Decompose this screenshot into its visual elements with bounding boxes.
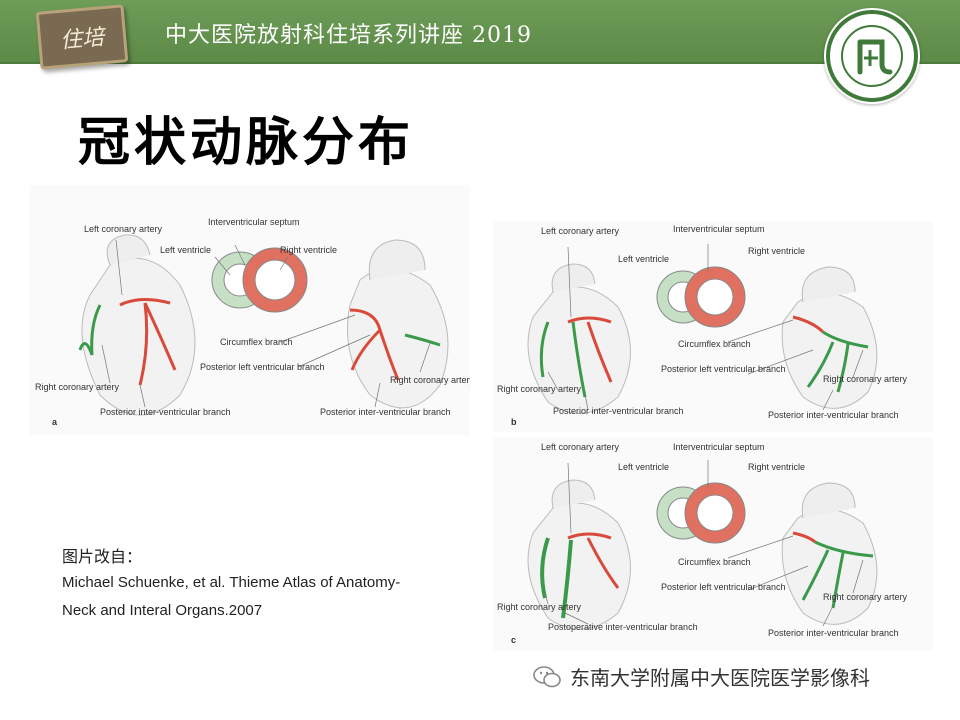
- panel-letter-c: c: [511, 635, 516, 645]
- label-right-ventricle: Right ventricle: [748, 246, 805, 256]
- label-posterior-left-ventricular-branch: Posterior left ventricular branch: [200, 362, 325, 372]
- watermark: 东南大学附属中大医院医学影像科: [532, 662, 870, 691]
- label-posterior-left-ventricular-branch: Posterior left ventricular branch: [661, 364, 786, 374]
- figure-panel-b: Left coronary artery Interventricular se…: [493, 222, 933, 432]
- label-right-coronary-artery-left: Right coronary artery: [497, 602, 582, 612]
- figure-panel-a: Left coronary artery Interventricular se…: [30, 185, 470, 435]
- label-left-ventricle: Left ventricle: [618, 462, 669, 472]
- label-posterior-interventricular-branch: Posterior inter-ventricular branch: [553, 406, 684, 416]
- label-right-coronary-artery-right: Right coronary artery: [390, 375, 470, 385]
- course-badge: 住培: [35, 4, 129, 70]
- label-left-coronary-artery: Left coronary artery: [84, 224, 163, 234]
- badge-text: 住培: [59, 25, 106, 54]
- label-posterior-interventricular-branch: Posterior inter-ventricular branch: [100, 407, 231, 417]
- label-right-coronary-artery-left: Right coronary artery: [35, 382, 120, 392]
- label-left-coronary-artery: Left coronary artery: [541, 442, 620, 452]
- label-right-coronary-artery-right: Right coronary artery: [823, 374, 908, 384]
- panel-letter-b: b: [511, 417, 517, 427]
- watermark-text: 东南大学附属中大医院医学影像科: [570, 666, 870, 690]
- label-postoperative-interventricular-branch: Postoperative inter-ventricular branch: [548, 622, 698, 632]
- label-posterior-left-ventricular-branch: Posterior left ventricular branch: [661, 582, 786, 592]
- label-posterior-interventricular-branch-right: Posterior inter-ventricular branch: [768, 410, 899, 420]
- header-title: 中大医院放射科住培系列讲座 2019: [165, 23, 532, 48]
- label-circumflex-branch: Circumflex branch: [678, 557, 751, 567]
- label-posterior-interventricular-branch-right: Posterior inter-ventricular branch: [768, 628, 899, 638]
- wechat-icon: [533, 665, 561, 687]
- label-right-ventricle: Right ventricle: [748, 462, 805, 472]
- hospital-logo: [824, 8, 920, 104]
- label-left-ventricle: Left ventricle: [618, 254, 669, 264]
- label-posterior-interventricular-branch-right: Posterior inter-ventricular branch: [320, 407, 451, 417]
- label-left-coronary-artery: Left coronary artery: [541, 226, 620, 236]
- label-right-ventricle: Right ventricle: [280, 245, 337, 255]
- label-left-ventricle: Left ventricle: [160, 245, 211, 255]
- page-title: 冠状动脉分布: [78, 113, 415, 173]
- label-circumflex-branch: Circumflex branch: [220, 337, 293, 347]
- label-right-coronary-artery-left: Right coronary artery: [497, 384, 582, 394]
- label-interventricular-septum: Interventricular septum: [673, 224, 765, 234]
- label-circumflex-branch: Circumflex branch: [678, 339, 751, 349]
- label-right-coronary-artery-right: Right coronary artery: [823, 592, 908, 602]
- figure-panel-c: Left coronary artery Interventricular se…: [493, 438, 933, 650]
- label-interventricular-septum: Interventricular septum: [673, 442, 765, 452]
- credit-heading: 图片改自：: [62, 549, 143, 566]
- panel-letter-a: a: [52, 417, 58, 427]
- label-interventricular-septum: Interventricular septum: [208, 217, 300, 227]
- hospital-logo-icon: [826, 10, 918, 102]
- header-bar: 住培 中大医院放射科住培系列讲座 2019: [0, 0, 960, 70]
- credit-line-1: Michael Schuenke, et al. Thieme Atlas of…: [62, 574, 401, 591]
- credit-line-2: Neck and Interal Organs.2007: [62, 602, 263, 619]
